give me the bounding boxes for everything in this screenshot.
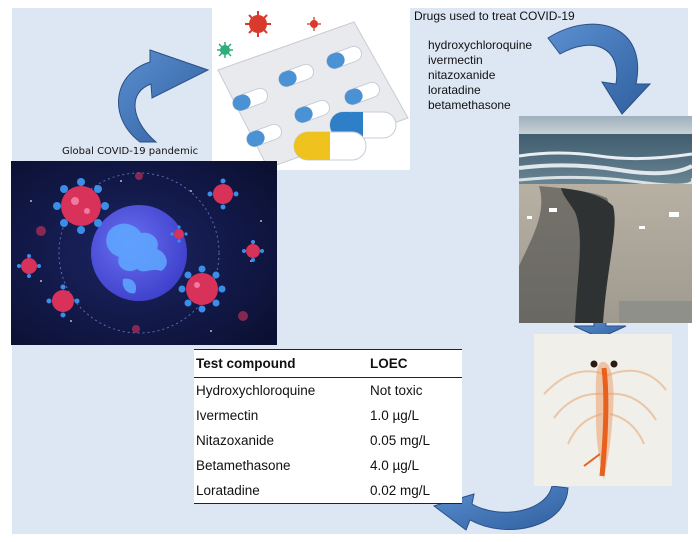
loec-cell: Not toxic — [370, 383, 423, 398]
virus-icon — [242, 240, 264, 262]
globe-virus-scene — [11, 161, 277, 345]
table-row: Loratadine 0.02 mg/L — [194, 478, 462, 504]
drugs-illustration — [212, 8, 410, 170]
capsule-icon — [294, 99, 331, 124]
column-header-test-compound: Test compound — [196, 356, 296, 371]
virus-icon — [178, 265, 226, 313]
capsule-icon — [293, 131, 367, 161]
compound-cell: Hydroxychloroquine — [196, 383, 316, 398]
pandemic-illustration — [11, 161, 277, 345]
drug-item: betamethasone — [428, 98, 511, 112]
pandemic-label: Global COVID-19 pandemic — [62, 146, 199, 157]
drug-item: nitazoxanide — [428, 68, 496, 82]
compound-cell: Betamethasone — [196, 458, 291, 473]
drug-item: ivermectin — [428, 53, 483, 67]
drug-item: loratadine — [428, 83, 481, 97]
virus-icon — [46, 284, 80, 318]
arrow-organism-to-table — [432, 485, 569, 531]
shrimp-icon — [543, 360, 667, 480]
virus-icon — [217, 42, 233, 58]
loec-results-table: Test compound LOEC Hydroxychloroquine No… — [194, 349, 462, 504]
river-channel — [561, 188, 615, 323]
virus-icon — [53, 178, 109, 234]
river-outflow-photo — [519, 116, 692, 323]
capsule-icon — [246, 123, 283, 148]
brine-shrimp-photo — [534, 334, 672, 486]
virus-icon — [170, 225, 188, 243]
capsule-icon — [232, 87, 269, 112]
table-row: Hydroxychloroquine Not toxic — [194, 378, 462, 404]
compound-cell: Loratadine — [196, 483, 260, 498]
virus-icon — [17, 254, 41, 278]
arrow-pandemic-to-drugs — [118, 49, 210, 143]
capsule-icon — [278, 63, 315, 88]
table-row: Betamethasone 4.0 µg/L — [194, 453, 462, 478]
compound-cell: Nitazoxanide — [196, 433, 275, 448]
loec-cell: 4.0 µg/L — [370, 458, 420, 473]
loec-cell: 0.02 mg/L — [370, 483, 431, 498]
drug-item: hydroxychloroquine — [428, 38, 533, 52]
virus-icon — [307, 17, 321, 31]
loec-cell: 0.05 mg/L — [370, 433, 431, 448]
virus-icon — [245, 11, 271, 37]
virus-icon — [36, 172, 248, 333]
drugs-title: Drugs used to treat COVID-19 — [414, 9, 575, 23]
beach-river-scene — [519, 116, 692, 323]
virus-icon — [207, 178, 239, 210]
table-row: Nitazoxanide 0.05 mg/L — [194, 428, 462, 453]
loec-cell: 1.0 µg/L — [370, 408, 420, 423]
pills-blister-pack — [217, 11, 409, 169]
capsule-icon — [326, 45, 363, 70]
arrow-drugs-to-river — [547, 23, 652, 115]
compound-cell: Ivermectin — [196, 408, 259, 423]
table-header-row: Test compound LOEC — [194, 349, 462, 378]
capsule-icon — [344, 81, 381, 106]
table-row: Ivermectin 1.0 µg/L — [194, 403, 462, 428]
column-header-loec: LOEC — [370, 356, 408, 371]
drug-list: hydroxychloroquine ivermectin nitazoxani… — [428, 38, 532, 113]
